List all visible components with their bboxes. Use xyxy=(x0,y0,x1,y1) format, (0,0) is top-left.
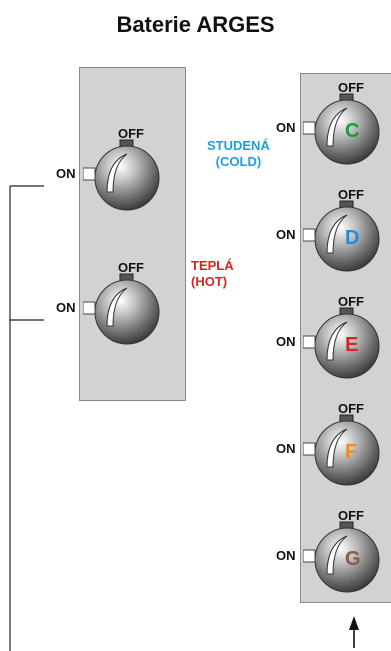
on-label: ON xyxy=(276,227,296,242)
cold-label: STUDENÁ(COLD) xyxy=(207,138,270,170)
right-tap-3[interactable]: OFF F xyxy=(302,401,391,487)
on-label: ON xyxy=(56,300,76,315)
note-letter: F xyxy=(345,441,358,463)
off-label: OFF xyxy=(338,508,364,523)
right-tap-0[interactable]: OFF C xyxy=(302,80,391,166)
label-line-2: (HOT) xyxy=(191,274,228,289)
tap-knob-icon xyxy=(82,126,171,217)
note-letter: G xyxy=(345,548,361,570)
off-label: OFF xyxy=(338,80,364,95)
on-label: ON xyxy=(276,441,296,456)
diagram-title: Baterie ARGES xyxy=(116,12,275,37)
label-line-2: (COLD) xyxy=(215,154,262,169)
right-tap-2[interactable]: OFF E xyxy=(302,294,391,380)
right-tap-1[interactable]: OFF D xyxy=(302,187,391,273)
label-line-1: STUDENÁ xyxy=(207,138,270,153)
tap-knob-icon xyxy=(302,187,391,278)
on-label: ON xyxy=(276,120,296,135)
tap-knob-icon xyxy=(82,260,171,351)
off-label: OFF xyxy=(338,401,364,416)
left-tap-0[interactable]: OFF xyxy=(82,126,171,212)
tap-knob-icon xyxy=(302,508,391,599)
right-tap-4[interactable]: OFF G xyxy=(302,508,391,594)
note-letter: C xyxy=(345,120,360,142)
tap-knob-icon xyxy=(302,294,391,385)
tap-knob-icon xyxy=(302,401,391,492)
off-label: OFF xyxy=(338,187,364,202)
up-arrow-icon xyxy=(349,616,359,648)
cold-hot-panel xyxy=(79,67,186,401)
off-label: OFF xyxy=(338,294,364,309)
hot-label: TEPLÁ(HOT) xyxy=(191,258,234,290)
on-label: ON xyxy=(276,334,296,349)
off-label: OFF xyxy=(118,260,144,275)
note-letter: E xyxy=(345,334,359,356)
note-letter: D xyxy=(345,227,360,249)
label-line-1: TEPLÁ xyxy=(191,258,234,273)
on-label: ON xyxy=(56,166,76,181)
on-label: ON xyxy=(276,548,296,563)
off-label: OFF xyxy=(118,126,144,141)
left-tap-1[interactable]: OFF xyxy=(82,260,171,346)
tap-knob-icon xyxy=(302,80,391,171)
